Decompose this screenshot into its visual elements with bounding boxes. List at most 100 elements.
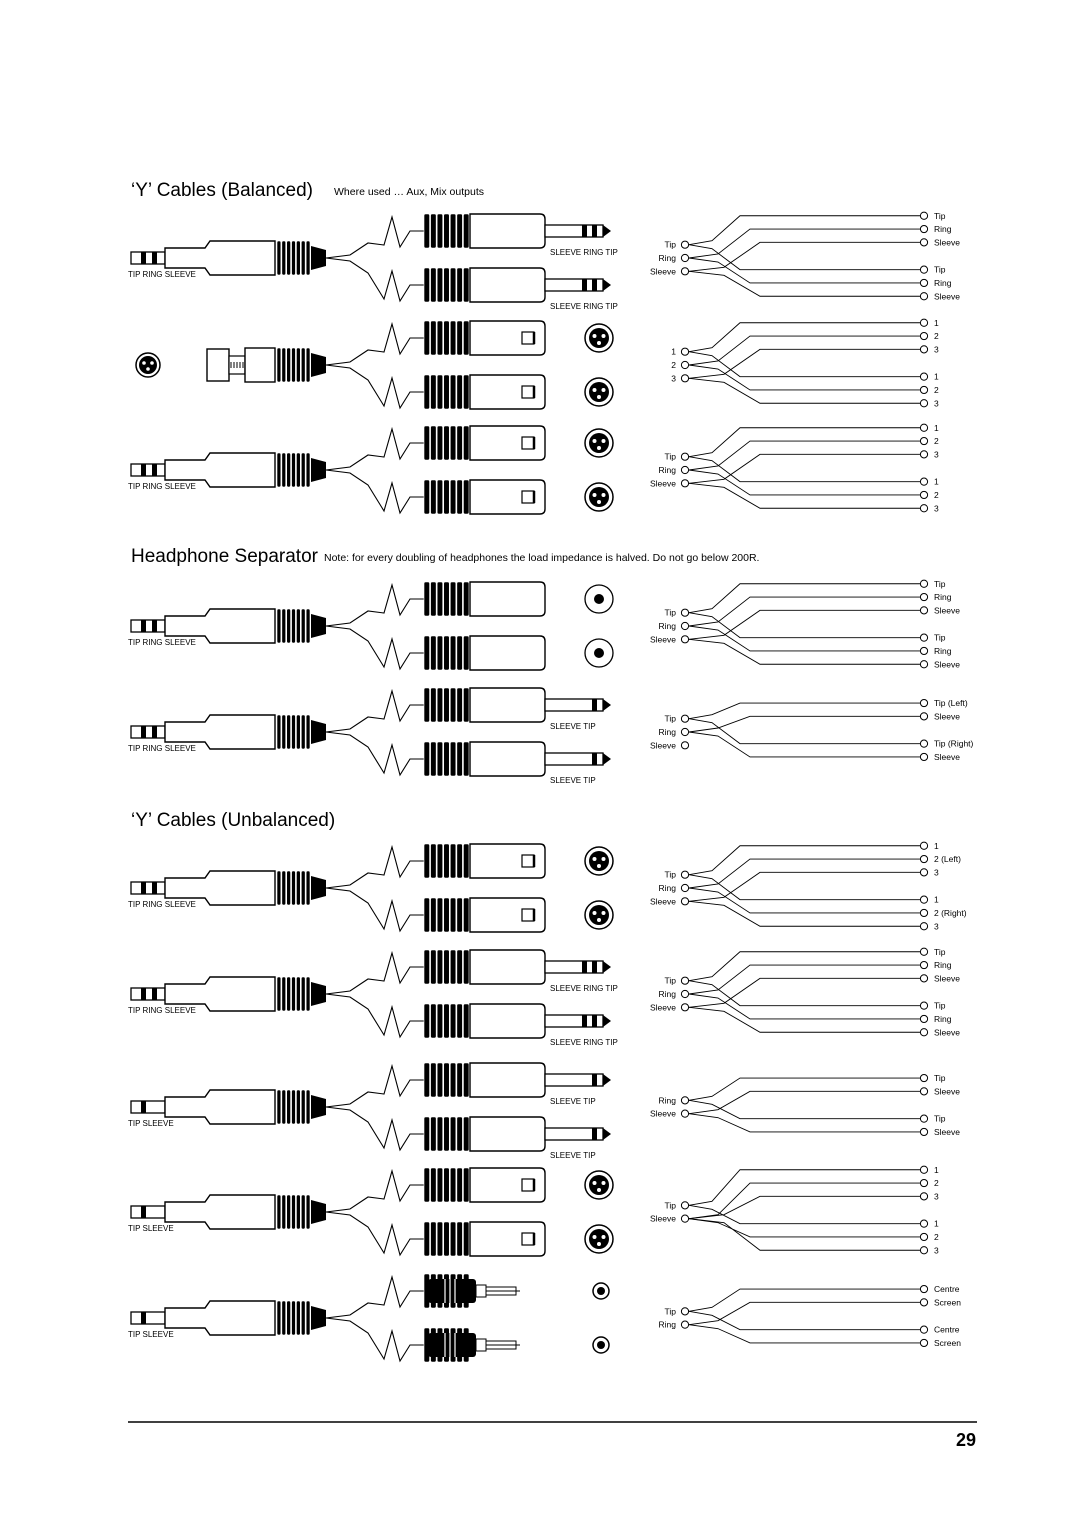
- terminal-icon: [919, 739, 929, 748]
- section: ‘Y’ Cables (Unbalanced)TIP RING SLEEVETi…: [128, 810, 967, 1363]
- terminal-icon: [919, 385, 929, 395]
- terminal-icon: [919, 592, 929, 602]
- pin-label: Ring: [659, 465, 677, 475]
- split-wire: [325, 1211, 424, 1257]
- plug-shaft: [130, 987, 166, 1001]
- terminal-icon: [919, 1073, 929, 1083]
- strain-relief: [311, 458, 326, 482]
- pin-label: Ring: [659, 621, 677, 631]
- plug-body: [164, 240, 276, 276]
- xlr-latch: [521, 331, 535, 345]
- connector-label: TIP RING SLEEVE: [128, 482, 196, 491]
- terminal-icon: [680, 1109, 690, 1118]
- xlr-latch: [521, 908, 535, 922]
- terminal-icon: [919, 477, 929, 486]
- terminal-icon: [919, 579, 929, 588]
- pin-label: Tip: [934, 579, 946, 589]
- terminal-icon: [680, 347, 690, 356]
- pin-label: 2: [934, 436, 939, 446]
- connector-label: SLEEVE TIP: [550, 1097, 596, 1106]
- section-note: Where used … Aux, Mix outputs: [334, 186, 484, 198]
- terminal-icon: [919, 292, 929, 301]
- wire: [688, 244, 920, 271]
- terminal-icon: [919, 868, 929, 877]
- wire: [688, 625, 920, 652]
- terminal-icon: [919, 278, 929, 288]
- pin-label: Sleeve: [650, 478, 676, 488]
- wire: [688, 1113, 920, 1133]
- connector-label: TIP SLEEVE: [128, 1119, 174, 1128]
- terminal-icon: [680, 608, 690, 617]
- wire: [688, 1324, 920, 1344]
- pin-label: Ring: [934, 592, 952, 602]
- pin-label: Tip: [934, 1001, 946, 1011]
- pin-label: Tip (Right): [934, 739, 974, 749]
- terminal-icon: [680, 976, 690, 985]
- wire: [688, 453, 920, 484]
- pin-label: 3: [934, 867, 939, 877]
- pin-label: Sleeve: [650, 1214, 676, 1224]
- pin-label: Tip: [934, 947, 946, 957]
- terminal-icon: [680, 267, 690, 276]
- pin-label: 3: [934, 449, 939, 459]
- terminal-icon: [680, 1320, 690, 1329]
- pin-label: Screen: [934, 1297, 961, 1307]
- terminal-icon: [919, 974, 929, 983]
- pin-label: 3: [934, 921, 939, 931]
- wire: [688, 440, 920, 471]
- terminal-icon: [919, 698, 929, 708]
- pin-label: Sleeve: [650, 740, 676, 750]
- rca-plug-body: [428, 1279, 476, 1303]
- connector-label: TIP SLEEVE: [128, 1330, 174, 1339]
- pin-label: 1: [934, 895, 939, 905]
- terminal-icon: [919, 1232, 929, 1242]
- plug-shaft: [130, 1311, 166, 1325]
- pin-label: Ring: [659, 989, 677, 999]
- terminal-icon: [919, 1087, 929, 1096]
- pin-label: 1: [934, 372, 939, 382]
- terminal-icon: [919, 1028, 929, 1037]
- connector-label: SLEEVE TIP: [550, 1151, 596, 1160]
- terminal-icon: [919, 1219, 929, 1228]
- wire: [688, 718, 920, 745]
- terminal-icon: [919, 1325, 929, 1334]
- wire: [688, 993, 920, 1020]
- split-wire: [325, 469, 424, 515]
- connector-body: [469, 581, 546, 617]
- terminal-icon: [680, 1096, 690, 1105]
- xlr-body: [206, 348, 230, 382]
- terminal-icon: [919, 1001, 929, 1010]
- pin-label: Screen: [934, 1338, 961, 1348]
- split-wire: [325, 1168, 424, 1213]
- pin-label: Ring: [934, 646, 952, 656]
- pin-label: Tip: [934, 1073, 946, 1083]
- pin-label: Sleeve: [650, 1002, 676, 1012]
- terminal-icon: [919, 1114, 929, 1123]
- plug-shaft: [130, 619, 166, 633]
- cable-row: TIP RING SLEEVETipRingSleeveTipRingSleev…: [128, 579, 960, 671]
- connector-body: [469, 320, 546, 356]
- wire: [688, 1077, 920, 1101]
- terminal-icon: [680, 452, 690, 461]
- terminal-icon: [919, 1298, 929, 1307]
- connector-label: SLEEVE TIP: [550, 722, 596, 731]
- pin-label: Tip: [934, 633, 946, 643]
- jack-tip-icon: [603, 225, 611, 237]
- xlr-latch: [521, 385, 535, 399]
- xlr-latch: [521, 436, 535, 450]
- wire: [688, 228, 920, 259]
- pin-label: Sleeve: [934, 659, 960, 669]
- connector-label: SLEEVE RING TIP: [550, 302, 618, 311]
- wire: [688, 980, 920, 1007]
- terminal-icon: [919, 606, 929, 615]
- pin-label: 2: [934, 331, 939, 341]
- plug-shaft: [130, 463, 166, 477]
- connector-label: SLEEVE RING TIP: [550, 1038, 618, 1047]
- pin-label: Ring: [934, 1014, 952, 1024]
- plug-shaft: [130, 1100, 166, 1114]
- terminal-icon: [919, 947, 929, 956]
- pin-label: Tip: [665, 714, 677, 724]
- strain-relief: [311, 246, 326, 270]
- pin-label: 3: [934, 344, 939, 354]
